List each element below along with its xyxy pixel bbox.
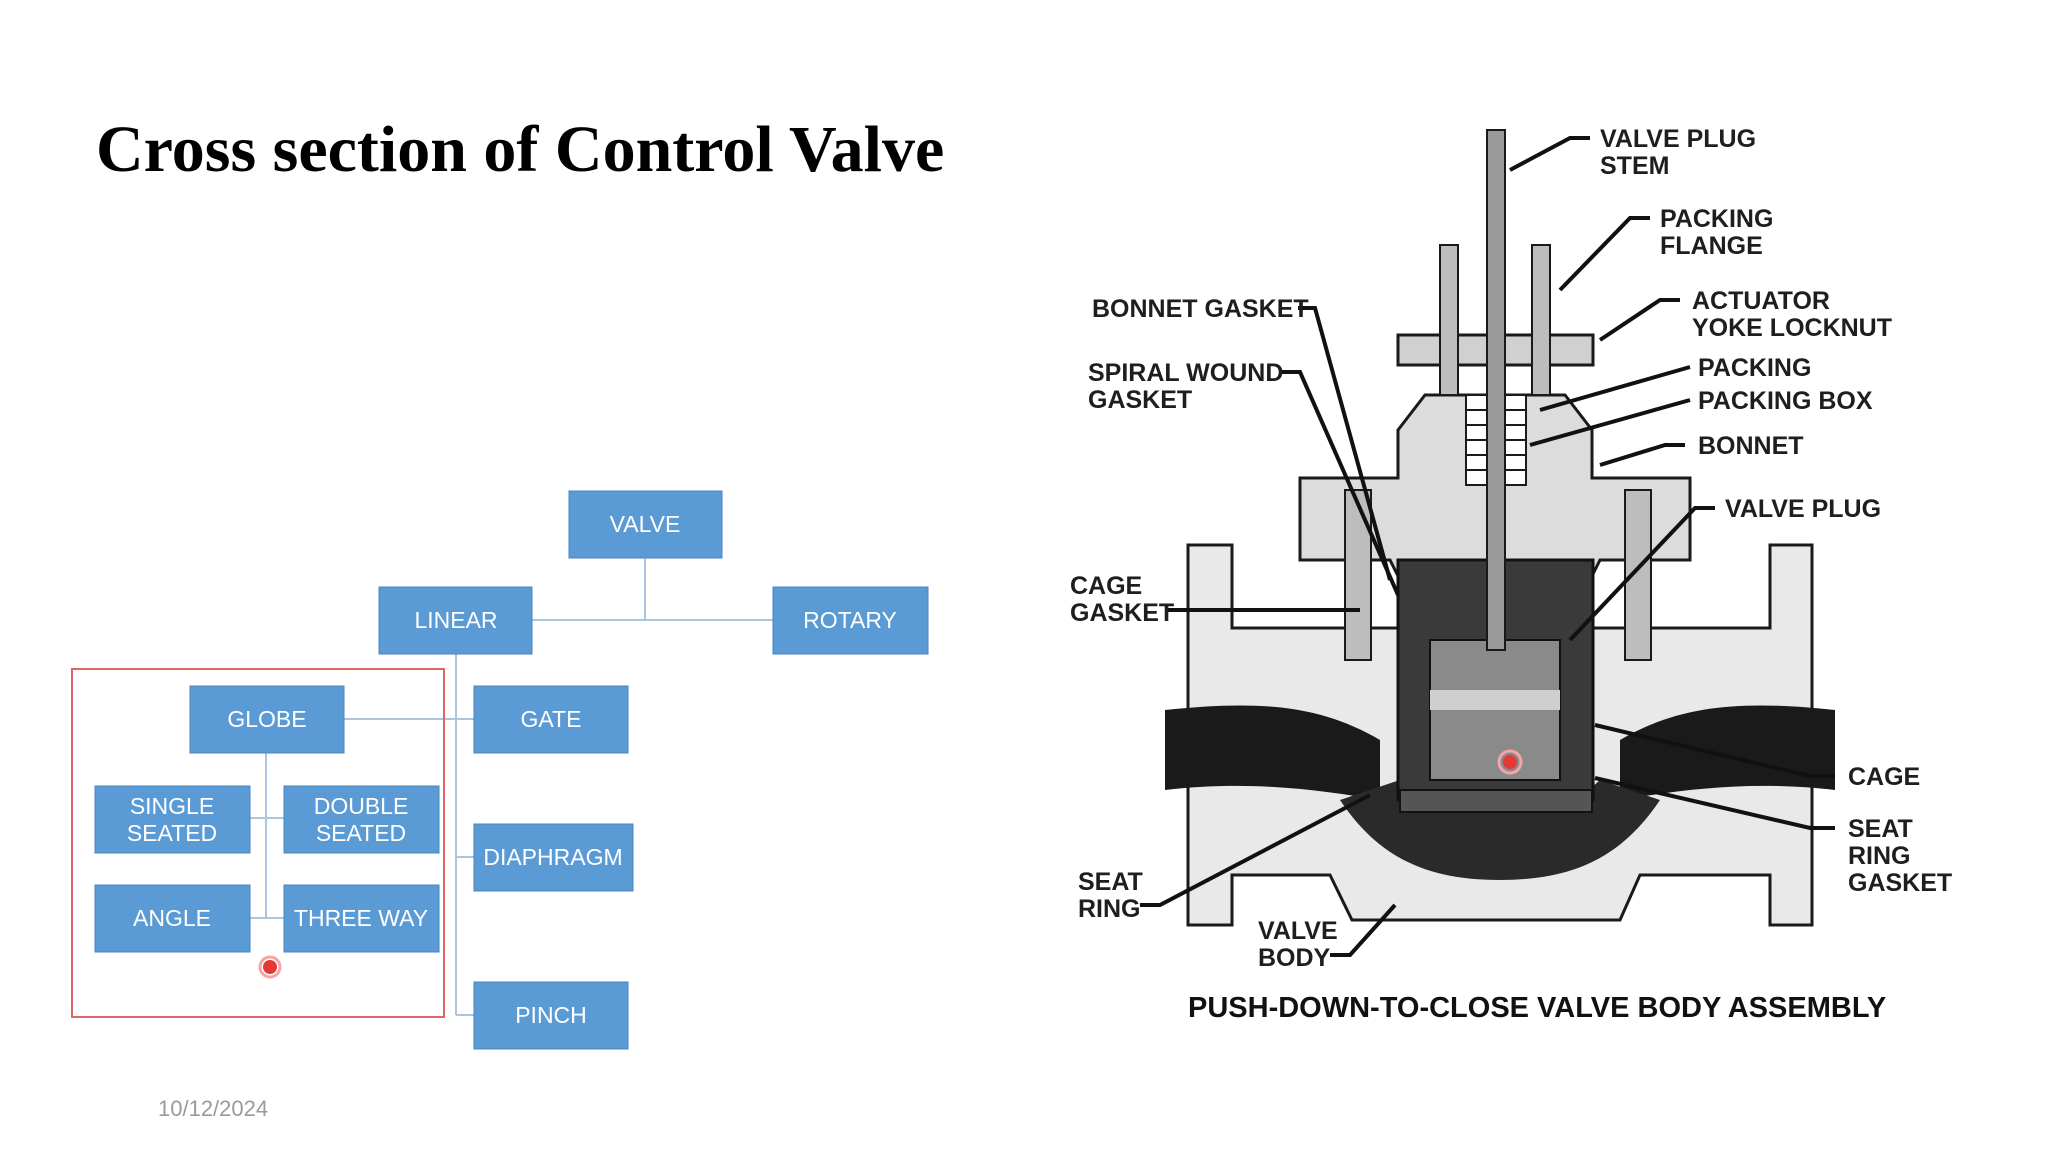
leader-line (1599, 443, 1685, 467)
callout-seat-ring-gasket-2: RING (1848, 842, 1911, 870)
callout-valve-plug-stem-1: VALVE PLUG (1600, 125, 1756, 153)
tree-node-single-seated-line1: SINGLE (130, 793, 214, 819)
outlet-passage (1620, 705, 1835, 800)
tree-node-valve: VALVE (568, 490, 723, 559)
tree-node-single-seated-line2: SEATED (127, 820, 217, 846)
tree-node-double-seated: DOUBLE SEATED (283, 785, 440, 854)
slide-title: Cross section of Control Valve (96, 113, 945, 186)
tree-node-valve-label: VALVE (610, 511, 681, 537)
leader-line (1568, 506, 1715, 642)
leader-line (1594, 723, 1835, 778)
flange-stud-left (1439, 244, 1459, 396)
tree-node-gate: GATE (473, 685, 629, 754)
tree-node-pinch-label: PINCH (515, 1002, 587, 1028)
callout-cage-gasket-1: CAGE (1070, 572, 1142, 600)
callout-seat-ring-1: SEAT (1078, 868, 1143, 896)
callout-valve-plug: VALVE PLUG (1725, 495, 1881, 523)
tree-node-three-way: THREE WAY (283, 884, 440, 953)
callout-cage-gasket-2: GASKET (1070, 599, 1174, 627)
leader-line (1529, 398, 1691, 447)
callout-actuator-yoke-locknut-1: ACTUATOR (1692, 287, 1830, 315)
slide-date: 10/12/2024 (158, 1096, 269, 1121)
globe-highlight-frame (71, 668, 445, 1018)
seat-ring-shape (1399, 789, 1593, 813)
pointer-dot (263, 960, 277, 974)
tree-node-gate-label: GATE (521, 706, 582, 732)
assembly-caption: PUSH-DOWN-TO-CLOSE VALVE BODY ASSEMBLY (1188, 992, 1886, 1024)
tree-node-globe: GLOBE (189, 685, 345, 754)
callout-valve-body-1: VALVE (1258, 917, 1338, 945)
pointer-halo (258, 955, 282, 979)
callout-packing-box: PACKING BOX (1698, 387, 1873, 415)
flange-stud-right (1531, 244, 1551, 396)
tree-node-linear-label: LINEAR (414, 607, 497, 633)
callout-seat-ring-2: RING (1078, 895, 1141, 923)
leader-line (1280, 370, 1400, 596)
callout-packing-flange-1: PACKING (1660, 205, 1773, 233)
leader-line (1509, 136, 1590, 172)
tree-node-double-seated-line1: DOUBLE (314, 793, 409, 819)
tree-node-pinch: PINCH (473, 981, 629, 1050)
leader-line (1594, 776, 1835, 830)
tree-node-linear: LINEAR (378, 586, 533, 655)
valve-cross-section-illustration: VALVE PLUG STEM PACKING FLANGE BONNET GA… (1070, 125, 1952, 1024)
callout-bonnet-gasket: BONNET GASKET (1092, 295, 1309, 323)
tree-node-double-seated-line2: SEATED (316, 820, 406, 846)
callout-cage: CAGE (1848, 763, 1920, 791)
leader-line (1298, 306, 1392, 581)
plug-ring (1430, 690, 1560, 710)
callout-spiral-wound-gasket-2: GASKET (1088, 386, 1192, 414)
leader-line (1140, 793, 1371, 907)
callout-valve-body-2: BODY (1258, 944, 1331, 972)
tree-node-rotary-label: ROTARY (803, 607, 897, 633)
callout-bonnet: BONNET (1698, 432, 1804, 460)
bonnet-bolt-left (1344, 489, 1372, 661)
tree-node-angle: ANGLE (94, 884, 251, 953)
tree-node-diaphragm: DIAPHRAGM (473, 823, 634, 892)
tree-node-rotary: ROTARY (772, 586, 929, 655)
pointer-dot (1503, 755, 1517, 769)
tree-node-single-seated: SINGLE SEATED (94, 785, 251, 854)
pointer-halo (1497, 749, 1523, 775)
tree-node-globe-label: GLOBE (227, 706, 306, 732)
callout-actuator-yoke-locknut-2: YOKE LOCKNUT (1692, 314, 1892, 342)
tree-node-diaphragm-label: DIAPHRAGM (483, 844, 622, 870)
callout-spiral-wound-gasket-1: SPIRAL WOUND (1088, 359, 1283, 387)
leader-line (1539, 365, 1691, 412)
valve-plug-stem-shape (1486, 129, 1506, 651)
tree-node-three-way-label: THREE WAY (294, 905, 428, 931)
leader-line (1558, 216, 1650, 292)
inlet-passage (1165, 705, 1380, 800)
tree-node-angle-label: ANGLE (133, 905, 211, 931)
callout-packing: PACKING (1698, 354, 1811, 382)
callout-seat-ring-gasket-3: GASKET (1848, 869, 1952, 897)
callout-packing-flange-2: FLANGE (1660, 232, 1763, 260)
leader-line (1598, 298, 1680, 342)
valve-classification-tree: VALVE LINEAR ROTARY GLOBE GATE SINGLE (71, 490, 929, 1050)
callout-seat-ring-gasket-1: SEAT (1848, 815, 1913, 843)
callout-valve-plug-stem-2: STEM (1600, 152, 1669, 180)
leader-line (1330, 903, 1397, 957)
